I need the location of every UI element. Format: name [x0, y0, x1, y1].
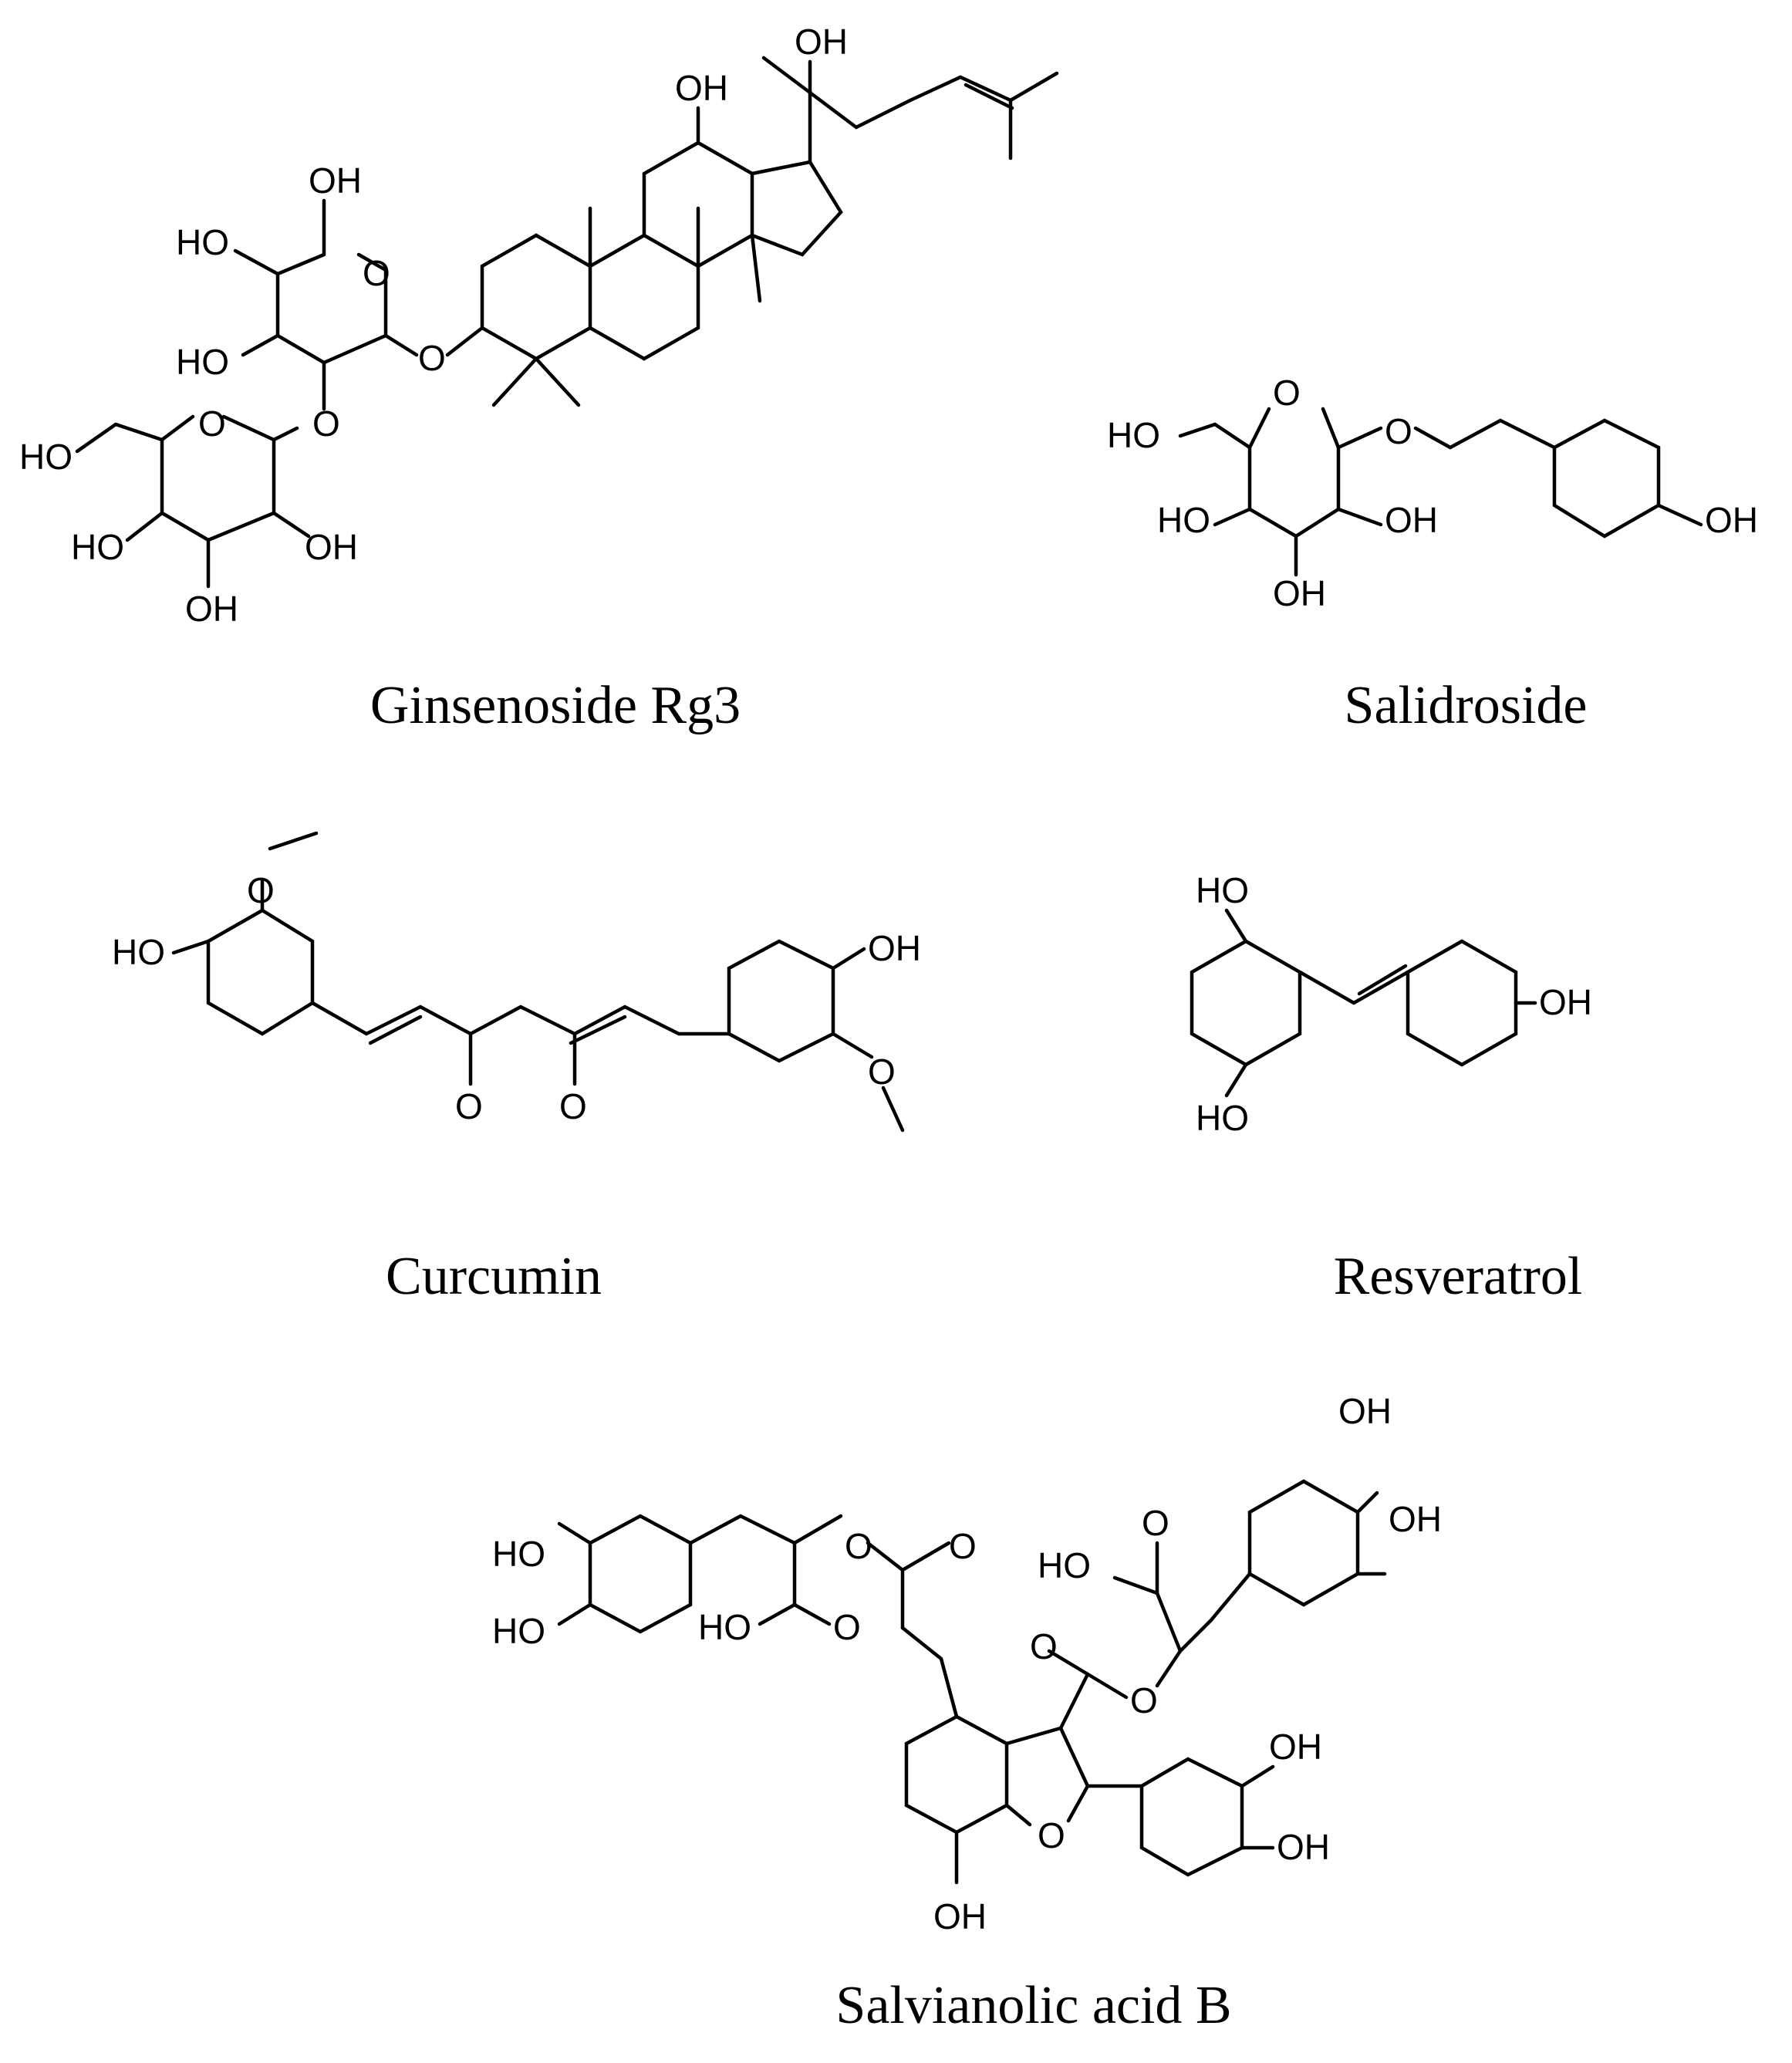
caption-resveratrol: Resveratrol — [1333, 1247, 1583, 1306]
atom-label: O — [845, 1526, 872, 1566]
atom-label: HO — [1157, 500, 1210, 540]
atom-label: OH — [309, 160, 362, 201]
atom-label: O — [868, 1052, 896, 1092]
atom-label: OH — [1277, 1827, 1330, 1867]
atom-label: HO — [1196, 870, 1249, 910]
atom-label: O — [363, 253, 390, 293]
atom-label: O — [455, 1086, 483, 1126]
atom-label: HO — [71, 527, 124, 567]
atom-label: O — [1030, 1626, 1058, 1666]
atom-label: OH — [933, 1896, 987, 1936]
ginsenoside-rg3-structure — [75, 56, 1059, 589]
atom-label: OH — [1389, 1499, 1442, 1539]
caption-salidroside: Salidroside — [1344, 676, 1588, 735]
caption-curcumin: Curcumin — [386, 1247, 602, 1306]
atom-label: O — [247, 870, 275, 910]
atom-label: HO — [176, 342, 229, 382]
atom-label: HO — [1196, 1098, 1249, 1138]
atom-label: OH — [185, 589, 238, 629]
atom-label: OH — [675, 68, 728, 108]
atom-label: OH — [305, 527, 358, 567]
resveratrol-structure — [1190, 908, 1537, 1098]
atom-label: O — [1038, 1815, 1065, 1855]
atom-label: O — [559, 1086, 587, 1126]
atom-label: HO — [19, 437, 73, 477]
atom-label: HO — [1038, 1545, 1091, 1585]
atom-label: OH — [1338, 1391, 1392, 1431]
atom-labels: OH OH OH HO O HO O O O HO HO OH OH O O H… — [19, 22, 1758, 1936]
atom-label: OH — [1273, 573, 1326, 613]
atom-label: OH — [868, 928, 921, 968]
atom-label: O — [418, 338, 446, 378]
atom-label: O — [1130, 1680, 1158, 1720]
atom-label: HO — [698, 1607, 751, 1647]
atom-label: OH — [1539, 982, 1592, 1022]
atom-label: O — [833, 1607, 861, 1647]
atom-label: OH — [1705, 500, 1758, 540]
atom-label: O — [1385, 411, 1412, 451]
atom-label: OH — [795, 22, 848, 62]
atom-label: O — [1273, 373, 1301, 413]
salidroside-structure — [1178, 407, 1703, 577]
atom-label: O — [198, 403, 226, 444]
atom-label: HO — [492, 1611, 545, 1651]
atom-label: O — [312, 403, 340, 444]
atom-label: O — [949, 1526, 977, 1566]
atom-label: HO — [492, 1534, 545, 1574]
curcumin-structure — [171, 831, 905, 1133]
atom-label: HO — [112, 932, 165, 972]
salvianolic-acid-b-structure — [557, 1479, 1387, 1885]
atom-label: OH — [1385, 500, 1438, 540]
atom-label: HO — [1107, 415, 1160, 455]
atom-label: OH — [1269, 1727, 1322, 1767]
caption-salvianolic-acid-b: Salvianolic acid B — [835, 1976, 1232, 2035]
atom-label: HO — [176, 222, 229, 262]
atom-label: O — [1142, 1503, 1169, 1543]
caption-ginsenoside-rg3: Ginsenoside Rg3 — [370, 676, 741, 735]
